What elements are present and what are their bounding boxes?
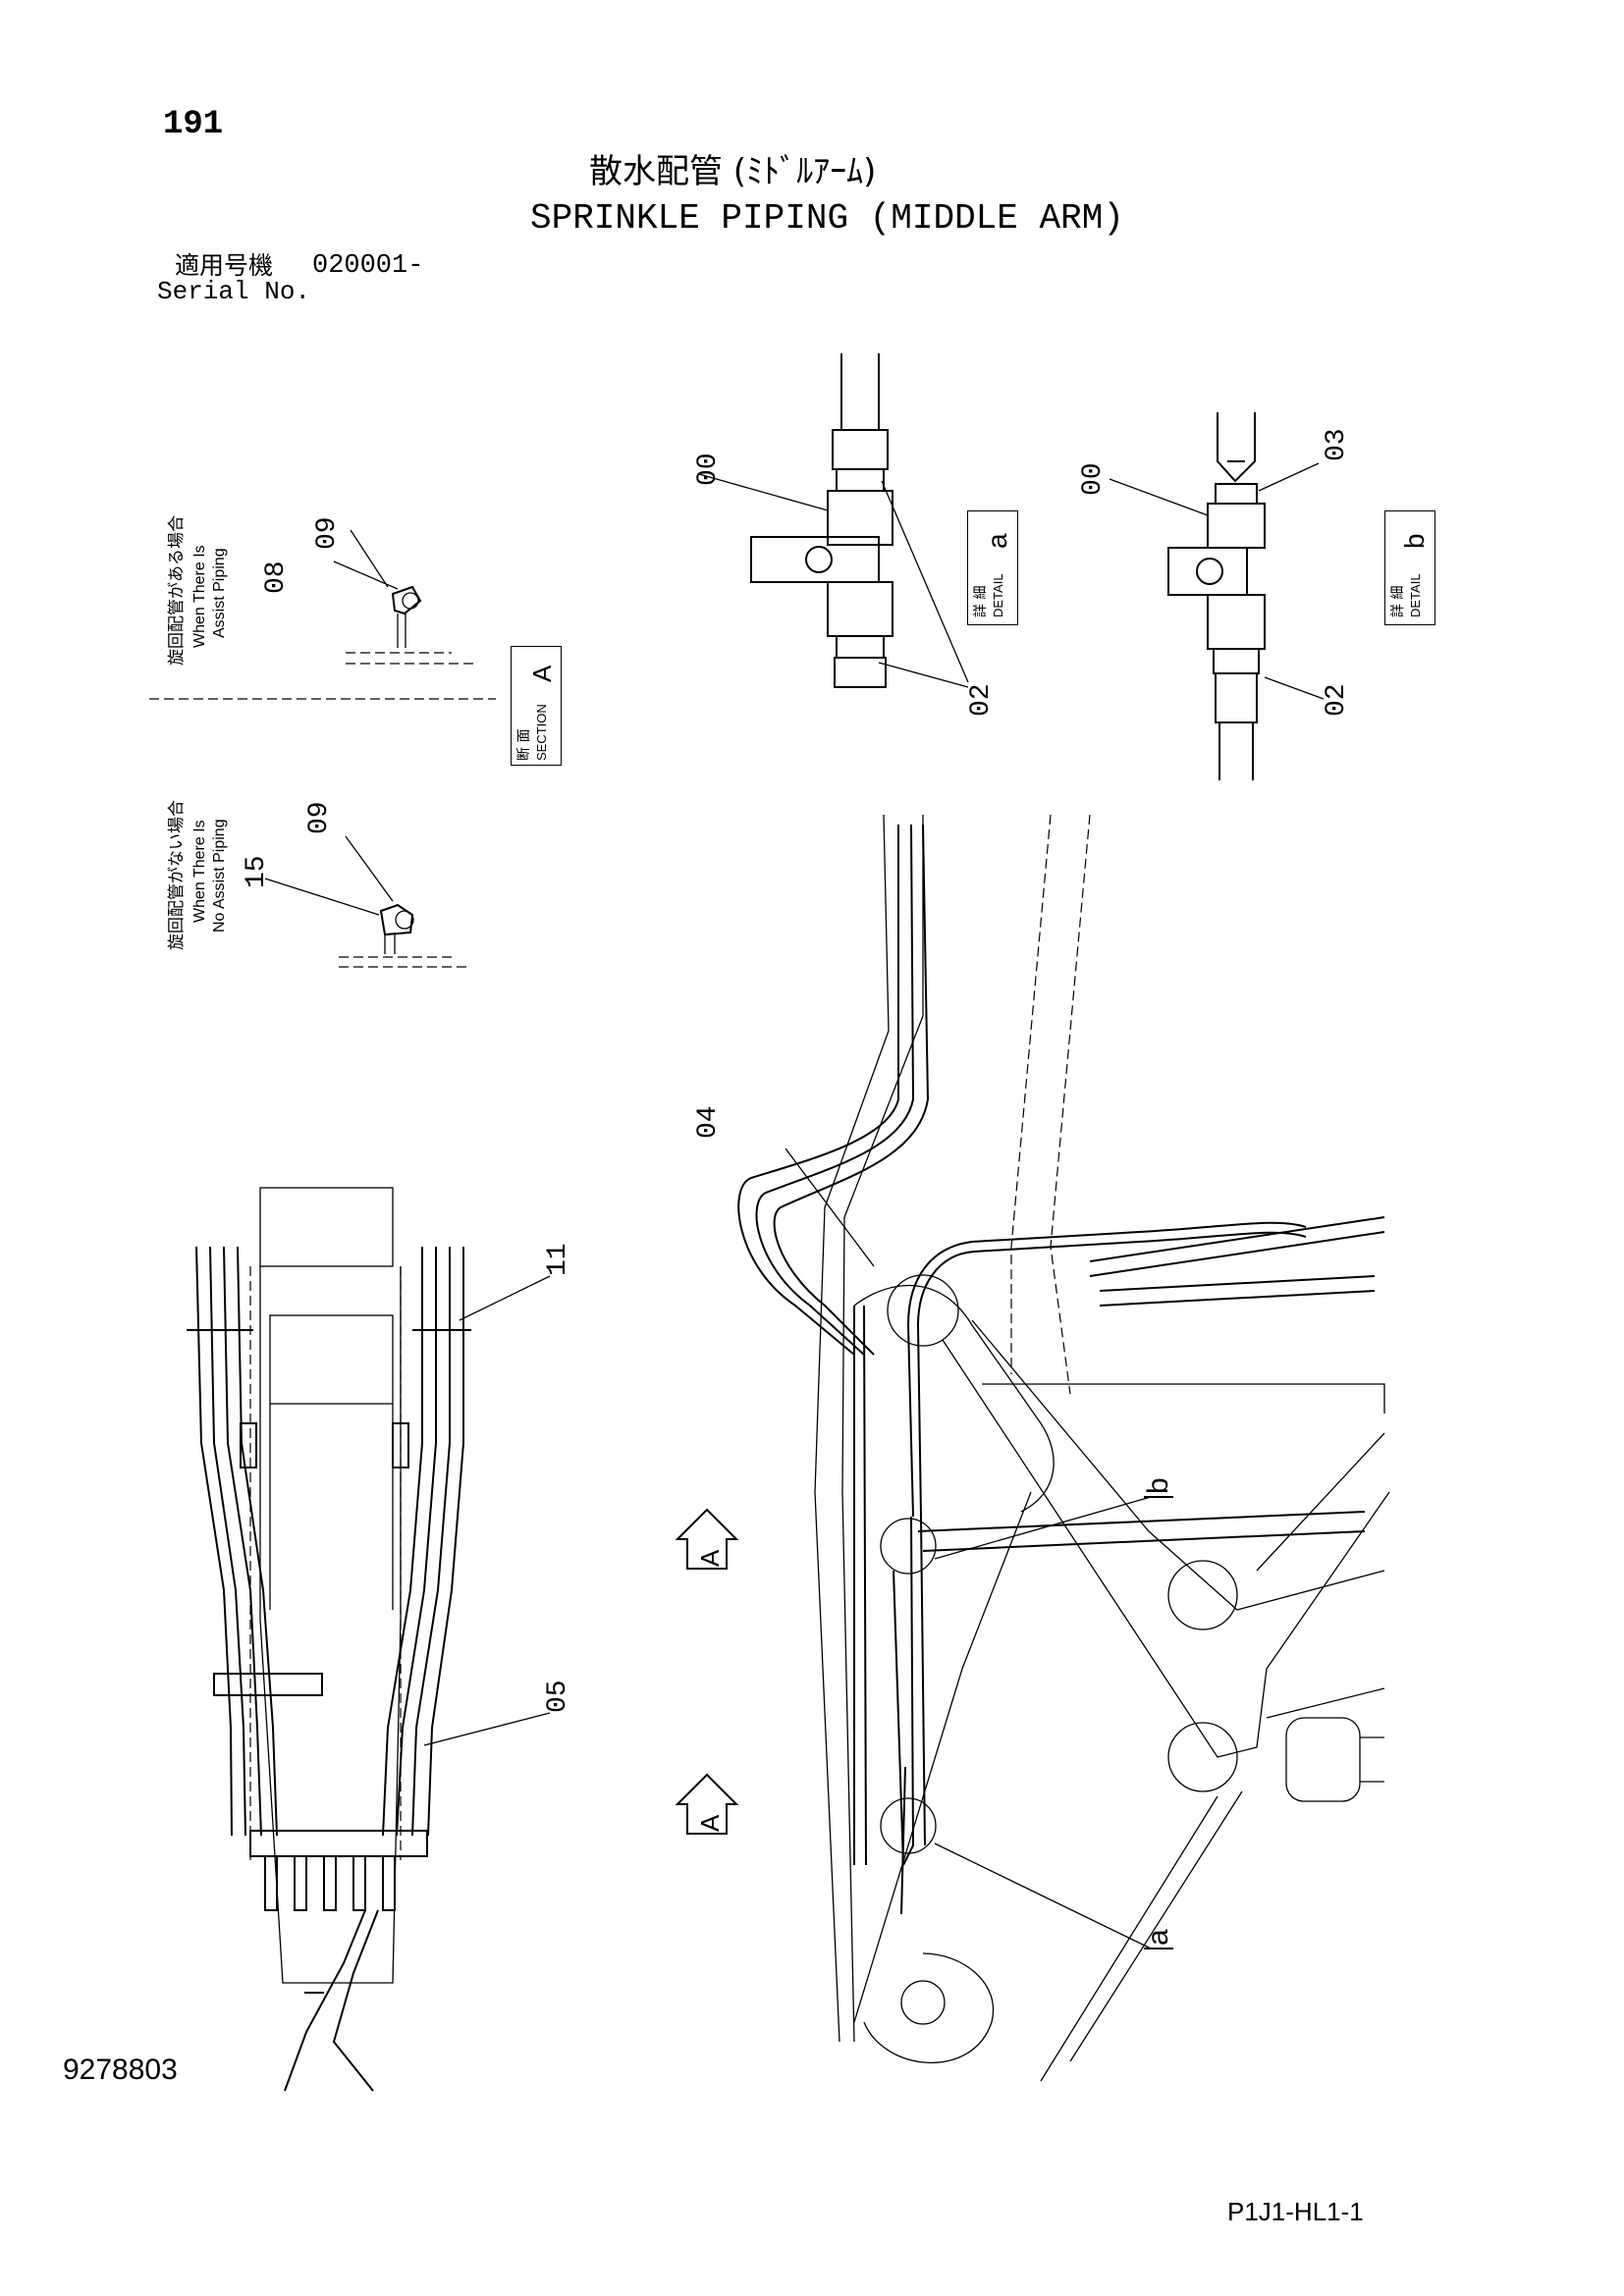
plan-view-figure (187, 1187, 551, 2092)
note-no-assist-piping-en1: When There Is (191, 820, 208, 923)
callout-09-lower: 09 (304, 801, 335, 834)
document-number: 9278803 (63, 2054, 178, 2086)
section-a-upper-figure (149, 529, 496, 700)
detail-b-figure (1109, 412, 1325, 780)
callout-09-upper: 09 (312, 516, 343, 550)
callout-02-detail-b: 02 (1322, 683, 1352, 717)
detail-a-figure (698, 353, 969, 688)
callout-08: 08 (261, 561, 292, 594)
note-with-assist-piping-jp: 旋回配管がある場合 (167, 515, 187, 666)
page-number: 191 (163, 106, 224, 143)
callout-15: 15 (242, 855, 272, 888)
detail-b-box-letter: b (1399, 533, 1430, 549)
callout-00-detail-a: 00 (693, 453, 724, 486)
serial-value: 020001- (312, 251, 424, 281)
callout-04: 04 (693, 1105, 724, 1139)
section-box-jp: 断 面 (516, 728, 532, 761)
detail-b-box-en: DETAIL (1408, 573, 1423, 617)
callout-02-detail-a: 02 (966, 683, 997, 717)
serial-label-english: Serial No. (157, 277, 311, 306)
serial-label-japanese: 適用号機 (175, 251, 274, 280)
callout-03: 03 (1322, 428, 1352, 461)
detail-b-label-box: 詳 細 DETAIL b (1384, 510, 1435, 625)
title-japanese: 散水配管 (ﾐﾄﾞﾙｱｰﾑ) (589, 152, 877, 191)
section-box-en: SECTION (534, 704, 549, 761)
callout-05: 05 (543, 1680, 573, 1713)
callout-a: a (1142, 1929, 1174, 1946)
section-box-letter: A (527, 665, 557, 682)
section-a-label-box: 断 面 SECTION A (511, 646, 562, 766)
arrow-label-a-lower: A (695, 1814, 725, 1832)
detail-a-box-letter: a (982, 533, 1012, 549)
section-arrows (675, 1508, 739, 1835)
note-with-assist-piping-en1: When There Is (191, 545, 208, 648)
side-view-figure (737, 814, 1390, 2082)
section-a-lower-figure (264, 835, 466, 968)
note-no-assist-piping-en2: No Assist Piping (211, 819, 228, 933)
detail-b-box-jp: 詳 細 (1390, 585, 1406, 617)
page-code: P1J1-HL1-1 (1227, 2197, 1364, 2226)
detail-a-label-box: 詳 細 DETAIL a (967, 510, 1018, 625)
note-no-assist-piping-jp: 旋回配管がない場合 (167, 800, 187, 950)
detail-a-box-en: DETAIL (991, 573, 1005, 617)
callout-b: b (1142, 1477, 1174, 1494)
callout-11: 11 (543, 1243, 573, 1276)
arrow-label-a-upper: A (695, 1549, 725, 1567)
detail-a-box-jp: 詳 細 (973, 585, 989, 617)
title-english: SPRINKLE PIPING (MIDDLE ARM) (530, 198, 1124, 239)
note-with-assist-piping-en2: Assist Piping (211, 548, 228, 638)
callout-00-detail-b: 00 (1078, 462, 1109, 496)
